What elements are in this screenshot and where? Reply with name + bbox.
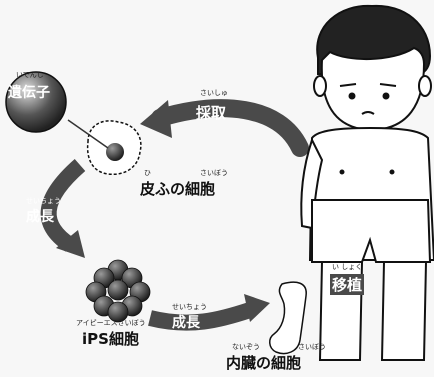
ips-ruby: アイピーエスさいぼう bbox=[76, 319, 146, 327]
gene-ruby: いでんし bbox=[16, 71, 44, 79]
grow1-ruby: せいちょう bbox=[26, 197, 61, 205]
gene-ball-icon bbox=[5, 71, 67, 133]
grow2-label: 成長 bbox=[172, 315, 200, 331]
grow2-ruby: せいちょう bbox=[172, 303, 207, 311]
collect-ruby: さいしゅ bbox=[200, 89, 228, 97]
skin-cell-label: 皮ふの細胞 bbox=[140, 180, 216, 198]
organ-ruby-saibou: さいぼう bbox=[298, 343, 326, 351]
collect-label: 採取 bbox=[196, 104, 227, 122]
collect-arrow bbox=[140, 99, 309, 157]
ips-cell-cluster-icon bbox=[85, 259, 151, 323]
grow1-label: 成長 bbox=[26, 209, 54, 225]
skin-ruby-hi: ひ bbox=[144, 169, 151, 177]
person-illustration bbox=[300, 4, 434, 361]
skin-ruby-saibou: さいぼう bbox=[200, 169, 228, 177]
organ-icon bbox=[269, 281, 307, 355]
organ-ruby-naizou: ないぞう bbox=[232, 343, 260, 351]
transplant-ruby: い しょく bbox=[332, 263, 363, 271]
grow-arrow-1 bbox=[40, 158, 86, 258]
gene-label: 遺伝子 bbox=[8, 85, 50, 101]
skin-cell-icon bbox=[67, 119, 142, 176]
grow-arrow-2 bbox=[148, 294, 270, 331]
organ-cell-label: 内臓の細胞 bbox=[226, 354, 302, 372]
transplant-label: 移植 bbox=[330, 274, 365, 295]
ips-cell-label: iPS細胞 bbox=[82, 330, 139, 348]
